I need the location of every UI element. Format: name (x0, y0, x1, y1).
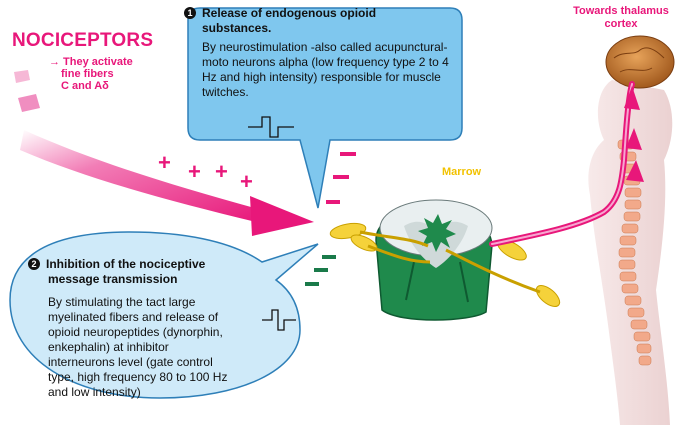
plus-sign: + (215, 159, 228, 184)
bubble-1-body: By neurostimulation -also called acupunc… (202, 40, 449, 99)
thalamus-label-line2: cortex (604, 18, 638, 30)
grey-matter-star (418, 214, 456, 252)
minus-sign (314, 268, 328, 272)
nociceptors-subtitle-line: C and Aδ (61, 80, 109, 92)
bubble-2-heading-line1: Inhibition of the nociceptive (46, 257, 206, 271)
nociceptor-arrow (14, 70, 314, 236)
plus-sign: + (240, 169, 253, 194)
bubble-1-text: 1 Release of endogenous opioid substances… (184, 6, 454, 100)
ascending-pathway (489, 81, 644, 247)
minus-sign (326, 200, 340, 204)
step-number-badge: 1 (184, 7, 196, 19)
marrow-label: Marrow (442, 166, 482, 178)
brain (605, 35, 675, 89)
bubble-2-heading: 2 Inhibition of the nociceptive message t… (28, 257, 260, 287)
minus-sign (305, 282, 319, 286)
thalamus-label-line1: Towards thalamus (573, 5, 669, 17)
nerve-fibers (329, 222, 561, 307)
pulse-wave-1 (248, 116, 294, 138)
minus-sign (322, 255, 336, 259)
bubble-1-heading-line2: substances. (202, 21, 272, 35)
bubble-2-heading-line2: message transmission (48, 272, 178, 286)
plus-sign: + (188, 159, 201, 184)
minus-sign (333, 175, 349, 179)
nociceptors-title: NOCICEPTORS (12, 30, 154, 51)
nociceptors-subtitle-line: fine fibers (61, 68, 114, 80)
spinal-cord (375, 199, 493, 321)
pulse-wave-2 (262, 309, 296, 331)
minus-sign (340, 152, 356, 156)
nociceptors-subtitle-line: → They activate (49, 56, 133, 68)
bubble-2-body: By stimulating the tact large myelinated… (48, 295, 228, 399)
bubble-2-text: 2 Inhibition of the nociceptive message t… (28, 257, 260, 400)
speech-bubble-2 (9, 231, 319, 399)
plus-sign: + (158, 150, 171, 175)
step-number-badge: 2 (28, 258, 40, 270)
bubble-1-heading-line1: Release of endogenous opioid (202, 6, 377, 20)
bubble-1-heading: 1 Release of endogenous opioid substances… (184, 6, 454, 36)
nociceptors-subtitle: → They activate fine fibers C and Aδ (49, 56, 144, 92)
thalamus-label: Towards thalamus cortex (566, 5, 676, 31)
human-figure (588, 80, 673, 425)
